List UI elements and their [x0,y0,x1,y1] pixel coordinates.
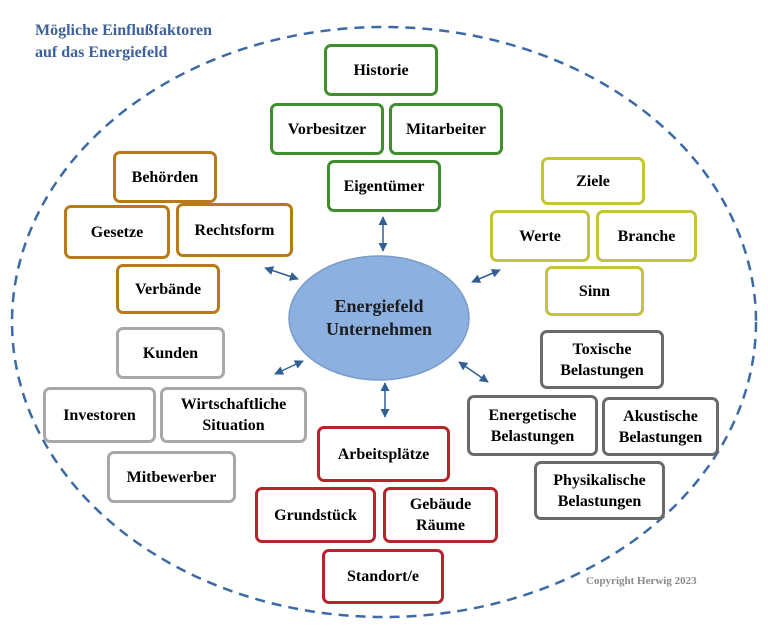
box-werte: Werte [490,210,590,262]
box-physikalische-belastungen: Physikalische Belastungen [534,461,665,520]
center-label: Energiefeld Unternehmen [326,296,432,339]
box-standort: Standort/e [322,549,444,604]
box-rechtsform: Rechtsform [176,203,293,257]
box-akustische-belastungen: Akustische Belastungen [602,397,719,456]
box-arbeitsplaetze: Arbeitsplätze [317,426,450,482]
box-eigentuemer: Eigentümer [327,160,441,212]
box-ziele: Ziele [541,157,645,205]
box-gesetze: Gesetze [64,205,170,259]
box-toxische-belastungen: Toxische Belastungen [540,330,664,389]
arrow-upper-left [264,266,299,281]
arrow-upper-right [471,269,501,283]
outer-dashed-ellipse [10,25,758,619]
box-sinn: Sinn [545,266,644,316]
box-grundstueck: Grundstück [255,487,376,543]
center-ellipse [288,255,470,381]
box-mitarbeiter: Mitarbeiter [389,103,503,155]
box-branche: Branche [596,210,697,262]
box-behoerden: Behörden [113,151,217,203]
copyright-note: Copyright Herwig 2023 [586,575,697,587]
box-gebaeude-raeume: Gebäude Räume [383,487,498,543]
box-kunden: Kunden [116,327,225,379]
box-energetische-belastungen: Energetische Belastungen [467,395,598,456]
box-verbaende: Verbände [116,264,220,314]
diagram-title: Mögliche Einflußfaktoren auf das Energie… [35,22,213,61]
arrow-lower-left [274,360,304,375]
arrow-lower-right [458,361,489,383]
box-wirtschaftliche-situation: Wirtschaftliche Situation [160,387,307,443]
box-mitbewerber: Mitbewerber [107,451,236,503]
box-investoren: Investoren [43,387,156,443]
box-historie: Historie [324,44,438,96]
box-vorbesitzer: Vorbesitzer [270,103,384,155]
